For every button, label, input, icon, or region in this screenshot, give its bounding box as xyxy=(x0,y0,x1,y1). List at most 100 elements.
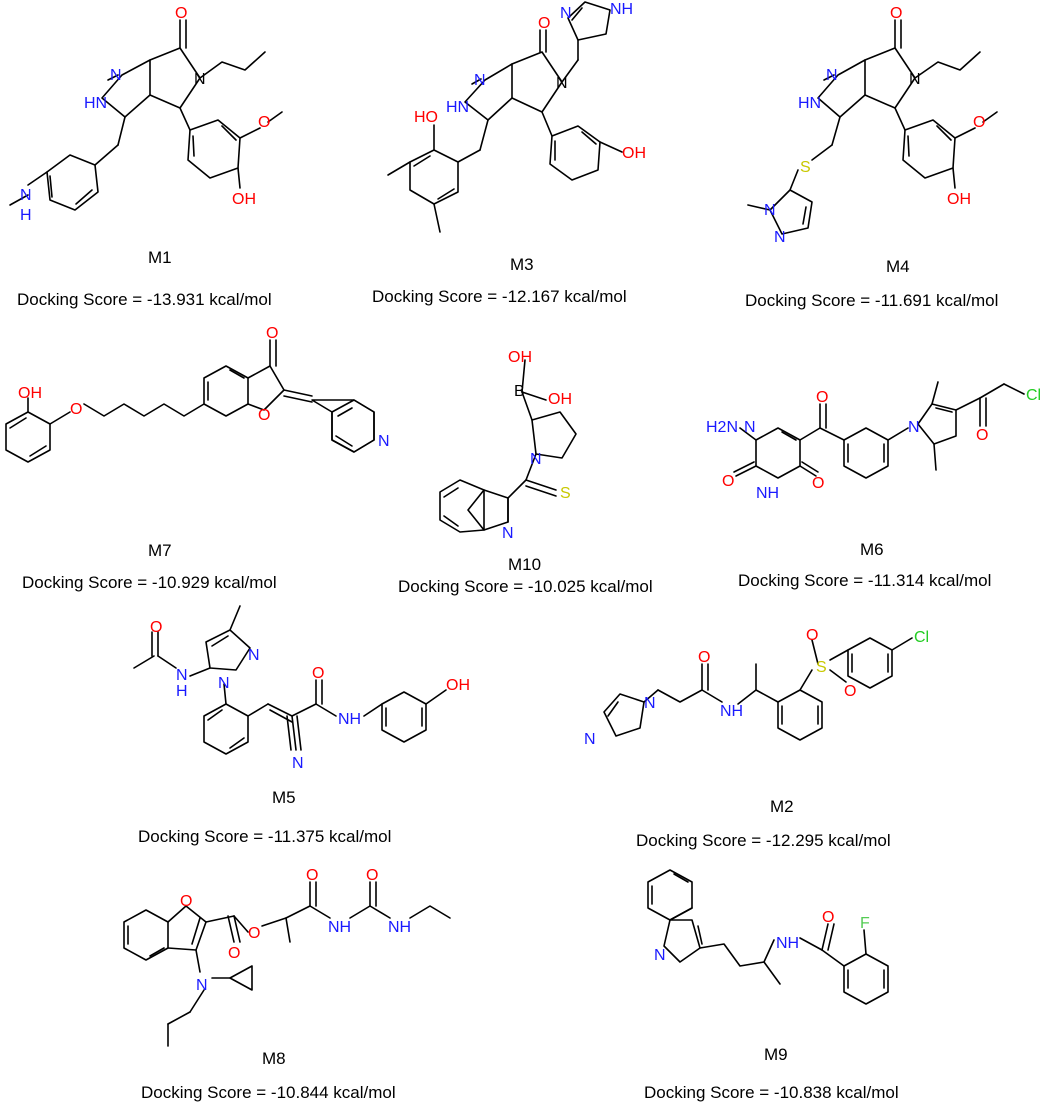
m1-nitrogen-amine: N xyxy=(20,187,32,204)
m2-chlorine: Cl xyxy=(914,629,929,646)
m8-structure xyxy=(123,881,451,1047)
m6-nitrogen-1: N xyxy=(744,419,756,436)
m4-nitrogen-lactam: N xyxy=(909,71,921,88)
m5-oxygen-acetyl: O xyxy=(150,619,162,636)
m10-docking-score: Docking Score = -10.025 kcal/mol xyxy=(398,577,653,596)
m6-oxygen-4: O xyxy=(812,475,824,492)
m3-name: M3 xyxy=(510,255,534,274)
m4-pyrazole-n2: N xyxy=(774,229,786,246)
m5-nitrogen-acetamide: N xyxy=(176,667,188,684)
m8-oxygen-urea: O xyxy=(366,867,378,884)
m10-hydroxyl-2: OH xyxy=(548,391,572,408)
m2-docking-score: Docking Score = -12.295 kcal/mol xyxy=(636,831,891,850)
m4-structure xyxy=(747,19,998,235)
m3-oxygen-keto: O xyxy=(538,15,550,32)
m3-nitrogen-lactam: N xyxy=(556,75,568,92)
m6-structure xyxy=(733,381,1025,479)
m2-sulfonyl-oxygen-2: O xyxy=(844,683,856,700)
m1-hn: HN xyxy=(84,95,107,112)
m9-structure xyxy=(647,869,889,1005)
molecule-m8: O O O O NH O NH N M8 Docking Score = -10… xyxy=(123,867,451,1102)
m5-structure xyxy=(133,605,447,755)
m9-docking-score: Docking Score = -10.838 kcal/mol xyxy=(644,1083,899,1102)
m3-hydroxyl: OH xyxy=(622,145,646,162)
m9-fluorine: F xyxy=(860,915,870,932)
m4-sulfur: S xyxy=(800,159,811,176)
m6-nitrogen-pyrrole: N xyxy=(908,419,920,436)
m1-structure xyxy=(9,19,283,211)
m5-oxygen-amide: O xyxy=(312,665,324,682)
m3-hn: HN xyxy=(446,99,469,116)
m4-nitrogen: N xyxy=(826,67,838,84)
m5-docking-score: Docking Score = -11.375 kcal/mol xyxy=(138,827,391,846)
m9-nh: NH xyxy=(776,935,799,952)
m3-structure xyxy=(387,1,623,233)
m2-sulfonyl-oxygen-1: O xyxy=(806,627,818,644)
m8-oxygen-ester-carbonyl: O xyxy=(228,945,240,962)
m2-nh: NH xyxy=(720,703,743,720)
molecule-m6: H2N N O NH O O N O Cl M6 Docking Score =… xyxy=(706,381,1041,590)
m5-hydroxyl: OH xyxy=(446,677,470,694)
m10-sulfur: S xyxy=(560,485,571,502)
m1-hydrogen-amine: H xyxy=(20,207,32,224)
m10-name: M10 xyxy=(508,555,541,574)
m5-name: M5 xyxy=(272,788,296,807)
m7-structure xyxy=(5,339,375,463)
m8-oxygen-amide: O xyxy=(306,867,318,884)
m5-nh-amide: NH xyxy=(338,711,361,728)
m8-nh-2: NH xyxy=(388,919,411,936)
m6-oxygen-keto: O xyxy=(816,389,828,406)
m1-nitrogen: N xyxy=(110,67,122,84)
m8-nitrogen-amine: N xyxy=(196,977,208,994)
molecule-m3: O N HN N HO OH N NH M3 Docking Score = -… xyxy=(372,1,646,306)
m10-nitrogen-pyrrolidine: N xyxy=(530,451,542,468)
m7-oxygen-ether: O xyxy=(70,401,82,418)
m3-docking-score: Docking Score = -12.167 kcal/mol xyxy=(372,287,627,306)
m7-docking-score: Docking Score = -10.929 kcal/mol xyxy=(22,573,277,592)
molecule-m1: O N HN N N H O OH M1 Docking Score = -13… xyxy=(9,5,283,309)
m2-imidazole-n3: N xyxy=(584,731,596,748)
m10-hydroxyl-1: OH xyxy=(508,349,532,366)
m8-nh-1: NH xyxy=(328,919,351,936)
m5-hydrogen-acetamide: H xyxy=(176,683,188,700)
m4-oxygen-keto: O xyxy=(890,5,902,22)
m9-nitrogen-indole: N xyxy=(654,947,666,964)
m5-pyrazole-n1: N xyxy=(218,675,230,692)
molecule-m5: O N H N N O NH OH N M5 Docking Score = -… xyxy=(133,605,470,846)
m4-docking-score: Docking Score = -11.691 kcal/mol xyxy=(745,291,998,310)
m4-name: M4 xyxy=(886,257,910,276)
m1-nitrogen-lactam: N xyxy=(194,71,206,88)
m9-oxygen-keto: O xyxy=(822,909,834,926)
m2-imidazole-n1: N xyxy=(644,695,656,712)
m2-sulfur: S xyxy=(816,659,827,676)
molecule-m2: N N O NH S O O Cl M2 Docking Score = -12… xyxy=(584,627,929,850)
m1-name: M1 xyxy=(148,248,172,267)
m2-structure xyxy=(603,637,913,741)
m6-docking-score: Docking Score = -11.314 kcal/mol xyxy=(738,571,991,590)
m2-oxygen-amide: O xyxy=(698,649,710,666)
molecule-m7: OH O O O N M7 Docking Score = -10.929 kc… xyxy=(5,325,390,592)
m3-imidazole-n: N xyxy=(560,5,572,22)
m10-nitrogen-indole: N xyxy=(502,525,514,542)
m3-ho: HO xyxy=(414,109,438,126)
m2-name: M2 xyxy=(770,797,794,816)
molecule-m9: N NH O F M9 Docking Score = -10.838 kcal… xyxy=(644,869,899,1102)
molecule-m4: O N HN N S N N O OH M4 Docking Score = -… xyxy=(745,5,998,310)
m4-hydroxyl: OH xyxy=(947,191,971,208)
m3-imidazole-nh: NH xyxy=(610,1,633,18)
m8-oxygen-furan: O xyxy=(180,893,192,910)
m7-name: M7 xyxy=(148,541,172,560)
m1-oxygen-keto: O xyxy=(175,5,187,22)
m4-oxygen-methoxy: O xyxy=(973,114,985,131)
m8-name: M8 xyxy=(262,1049,286,1068)
m7-oxygen-ring: O xyxy=(258,407,270,424)
m6-amino: H2N xyxy=(706,419,738,436)
molecule-m10: OH OH B N S N M10 Docking Score = -10.02… xyxy=(398,349,653,596)
m1-docking-score: Docking Score = -13.931 kcal/mol xyxy=(17,290,272,309)
m7-oxygen-keto: O xyxy=(266,325,278,342)
m10-structure xyxy=(439,359,577,533)
m10-boron: B xyxy=(514,383,525,400)
m3-nitrogen: N xyxy=(474,72,486,89)
m8-oxygen-ester: O xyxy=(248,925,260,942)
